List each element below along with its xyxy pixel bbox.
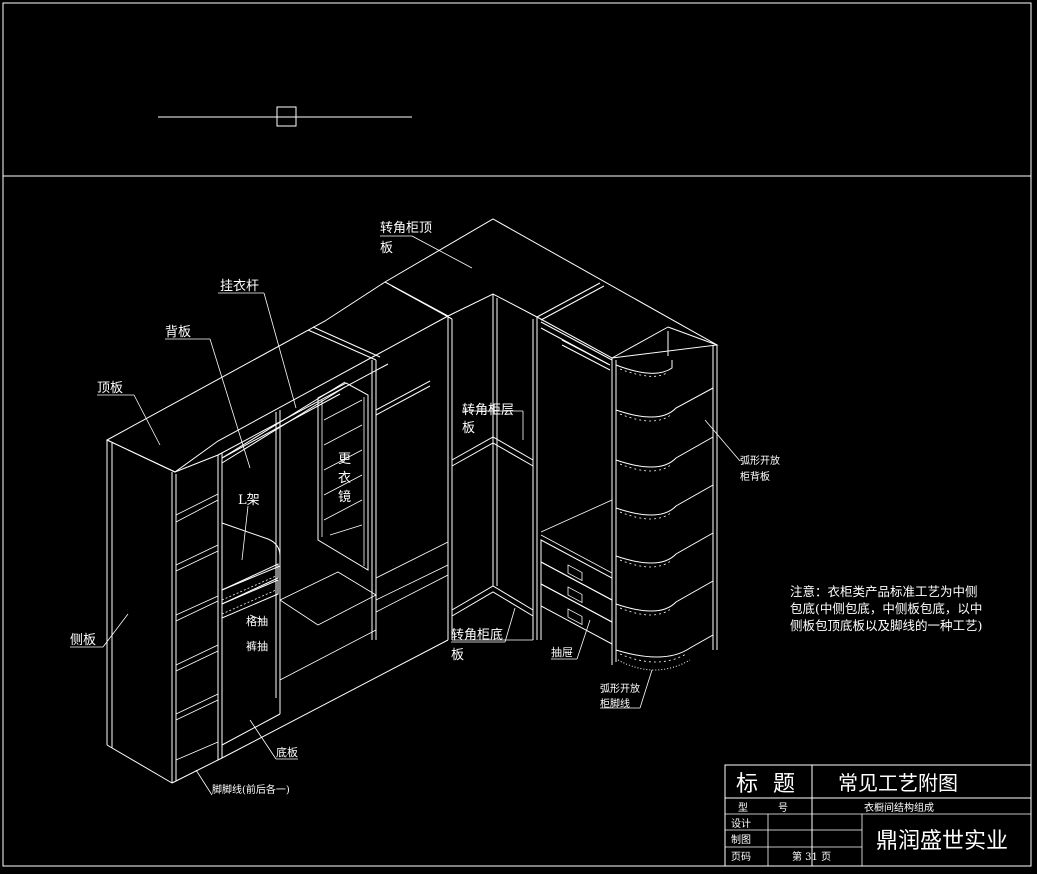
label-side-board: 侧板 (70, 633, 96, 648)
label-corner-top-2: 板 (380, 241, 393, 256)
label-back-board: 背板 (165, 325, 191, 340)
part-labels: 转角柜顶 板 挂衣杆 背板 顶板 更 衣 镜 L架 转角柜层 板 弧形开放 柜背… (70, 221, 780, 796)
drawing-title: 常见工艺附图 (838, 771, 958, 795)
model-label-xing: 型 (738, 801, 748, 814)
process-note: 注意：衣柜类产品标准工艺为中侧 包底(中侧包底，中侧板包底，以中 侧板包顶底板以… (790, 584, 982, 633)
company-name: 鼎润盛世实业 (876, 829, 1008, 854)
note-line-1: 注意：衣柜类产品标准工艺为中侧 (790, 584, 978, 599)
arc-open-cabinet (611, 331, 718, 671)
model-value: 衣橱间结构组成 (864, 801, 934, 814)
label-corner-shelf: 转角柜层 (462, 403, 514, 418)
model-label-hao: 号 (778, 802, 788, 814)
label-foot-line: 脚脚线(前后各一) (212, 783, 290, 796)
label-drawer-1: 格抽 (246, 614, 268, 628)
label-arc-back-2: 柜背板 (740, 470, 770, 483)
wardrobe-structure (105, 218, 719, 784)
leader-lines (70, 235, 741, 796)
page-number: 第 31 页 (792, 850, 831, 863)
label-drawers: 抽屉 (551, 645, 573, 659)
note-line-2: 包底(中侧包底，中侧板包底，以中 (790, 601, 982, 616)
label-drawer-2: 裤抽 (246, 639, 268, 653)
title-label-biao: 标 (736, 772, 758, 797)
label-arc-back: 弧形开放 (740, 454, 780, 467)
label-l-rack: L架 (238, 493, 260, 508)
label-arc-foot-2: 柜脚线 (600, 697, 630, 710)
crosshair-cursor (158, 106, 412, 127)
label-corner-shelf-2: 板 (462, 421, 475, 436)
label-corner-bottom-2: 板 (451, 648, 464, 663)
label-arc-foot-1: 弧形开放 (600, 682, 640, 695)
label-bottom-board: 底板 (276, 745, 298, 759)
drawing-label: 制图 (731, 833, 751, 846)
label-hanging-rod: 挂衣杆 (220, 278, 259, 294)
drawer-stack (540, 539, 613, 645)
label-mirror-2: 衣 (338, 470, 351, 486)
label-mirror-3: 镜 (338, 490, 351, 505)
label-top-board: 顶板 (97, 381, 123, 396)
label-corner-bottom: 转角柜底 (451, 627, 503, 643)
label-corner-top: 转角柜顶 (380, 221, 432, 236)
design-label: 设计 (731, 817, 751, 830)
page-code-label: 页码 (731, 851, 751, 863)
title-label-ti: 题 (773, 772, 795, 797)
note-line-3: 侧板包顶底板以及脚线的一种工艺) (790, 618, 982, 633)
title-block: 标 题 常见工艺附图 型 号 衣橱间结构组成 设计 制图 页码 第 31 页 鼎… (724, 764, 1032, 867)
label-mirror-1: 更 (338, 452, 351, 467)
